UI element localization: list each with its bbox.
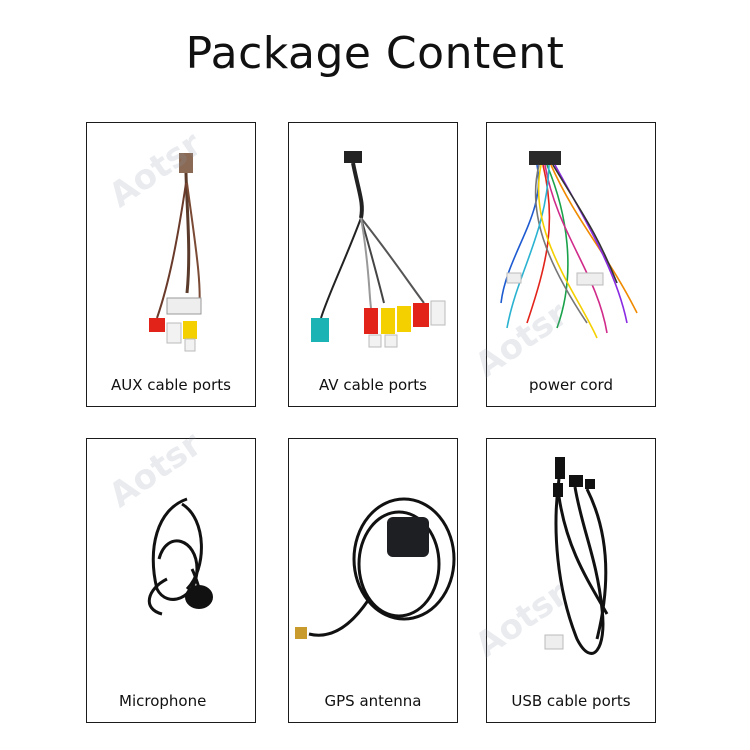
card-label: AUX cable ports [111,376,231,394]
card-av-cable: AV cable ports [288,122,458,407]
av-cable-image [311,151,446,348]
card-label: USB cable ports [511,692,631,710]
gps-antenna-image [295,497,456,639]
card-label: GPS antenna [324,692,422,710]
usb-cable-image [544,457,609,655]
card-label: AV cable ports [318,376,428,394]
card-label: Microphone [119,692,207,710]
aux-cable-image [149,153,202,352]
power-cord-image [500,151,638,339]
page-title: Package Content [185,28,565,79]
microphone-image [148,497,213,616]
card-label: power cord [529,376,613,394]
card-aux-cable: AUX cable ports [86,122,256,407]
card-power-cord: power cord [486,122,656,407]
card-microphone: Microphone [86,438,256,723]
card-gps-antenna: GPS antenna [288,438,458,723]
card-usb-cable: USB cable ports [486,438,656,723]
